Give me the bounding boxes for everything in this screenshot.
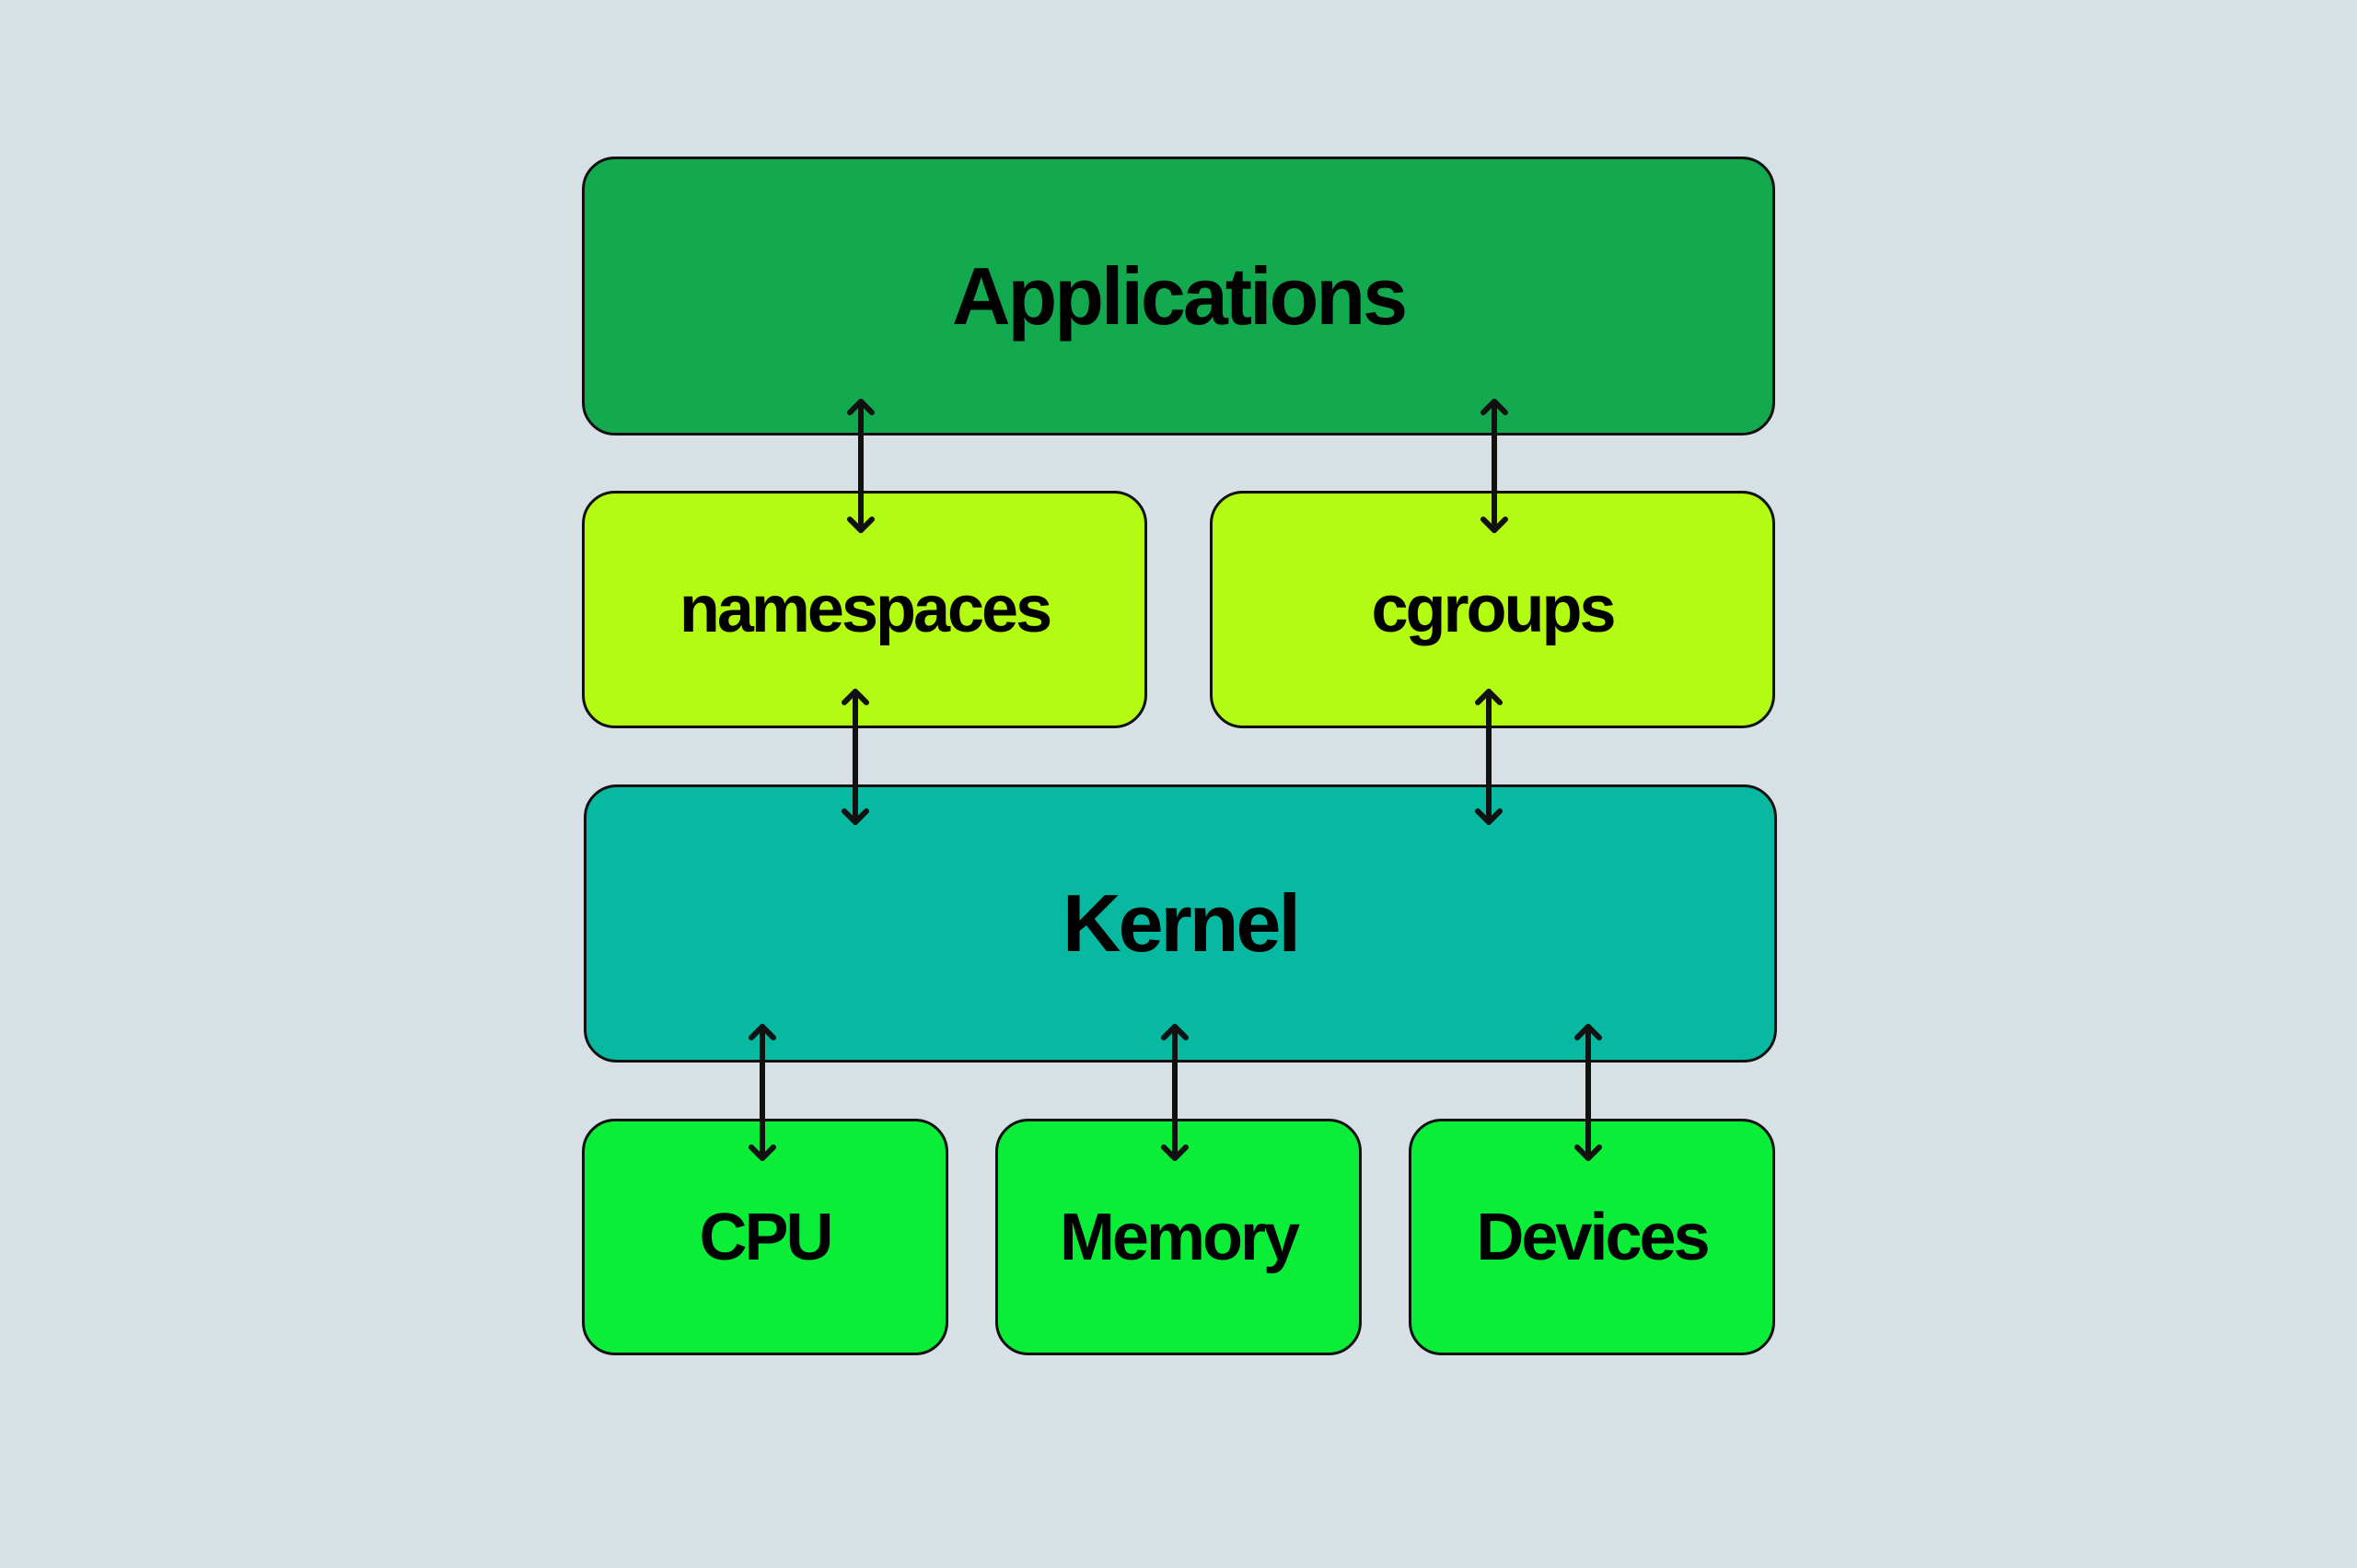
devices-node: Devices: [1409, 1119, 1775, 1355]
namespaces-node: namespaces: [582, 491, 1147, 728]
namespaces-label: namespaces: [679, 573, 1052, 646]
memory-node: Memory: [995, 1119, 1362, 1355]
applications-node: Applications: [582, 157, 1775, 436]
cpu-node: CPU: [582, 1119, 948, 1355]
kernel-label: Kernel: [1062, 877, 1301, 969]
kernel-node: Kernel: [584, 784, 1777, 1063]
cgroups-node: cgroups: [1210, 491, 1775, 728]
cpu-label: CPU: [699, 1200, 833, 1274]
memory-label: Memory: [1059, 1200, 1300, 1274]
cgroups-label: cgroups: [1371, 573, 1616, 646]
devices-label: Devices: [1476, 1200, 1710, 1274]
applications-label: Applications: [951, 250, 1408, 342]
